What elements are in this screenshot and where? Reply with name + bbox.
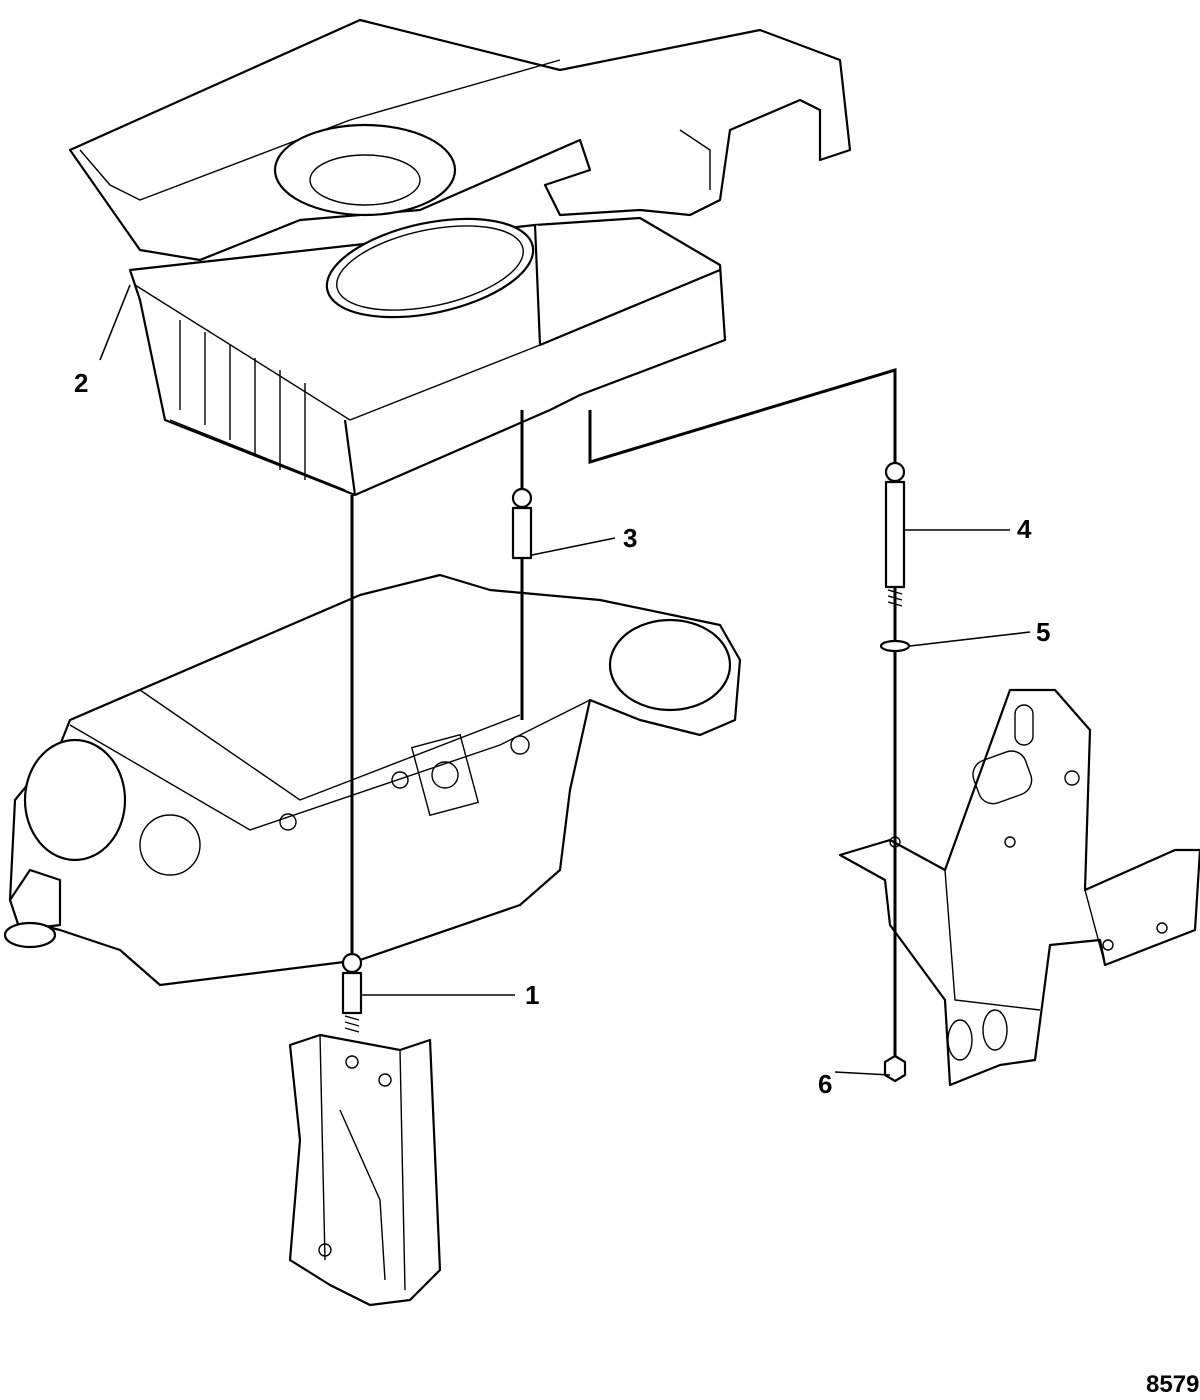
supercharger-body <box>3 573 742 987</box>
washer <box>879 639 911 653</box>
leader-lines <box>99 284 1031 1076</box>
stud <box>341 952 363 1033</box>
leader-5 <box>909 631 1031 647</box>
assembly-axis-lines <box>350 367 897 1060</box>
front-mounting-bracket <box>288 1033 442 1307</box>
leader-2 <box>99 284 131 361</box>
air-silencer-cover <box>128 216 727 497</box>
callout-2: 2 <box>74 368 88 398</box>
figure-number: 8579 <box>1146 1371 1199 1398</box>
leader-3 <box>531 537 616 556</box>
short-stud <box>511 487 533 560</box>
engine-mounting-plate <box>838 688 1200 1087</box>
nut <box>883 1054 907 1083</box>
callout-1: 1 <box>525 980 539 1010</box>
callout-6: 6 <box>818 1069 832 1099</box>
callout-4: 4 <box>1017 514 1032 544</box>
callout-3: 3 <box>623 523 637 553</box>
leader-6 <box>834 1071 891 1076</box>
callout-5: 5 <box>1036 617 1050 647</box>
engine-top-cover <box>68 18 852 262</box>
long-stud <box>884 461 906 607</box>
